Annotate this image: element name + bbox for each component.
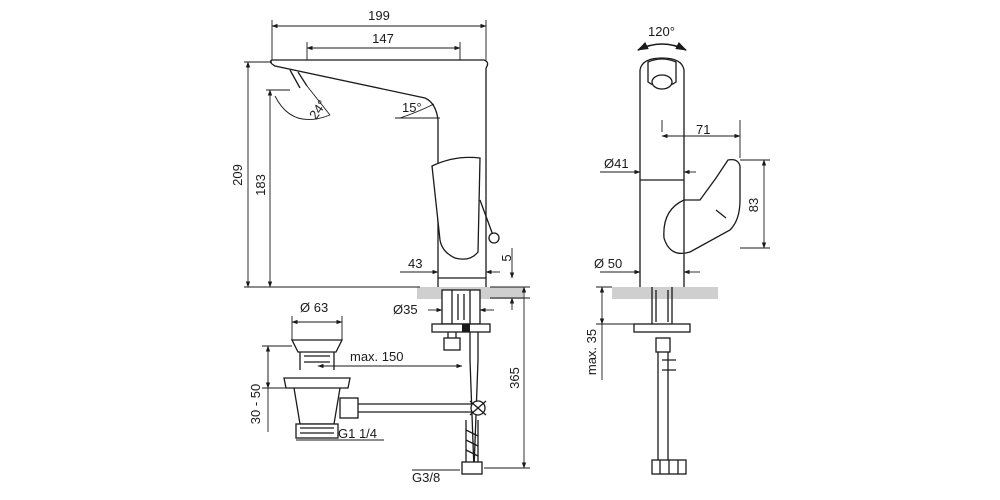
- waste-body: [293, 387, 341, 425]
- faucet-body: [269, 59, 489, 287]
- dim-rod-length: max. 150: [350, 349, 403, 364]
- waste-neck-lines: [304, 355, 330, 363]
- deck-surface-right: [612, 287, 718, 299]
- faucet-side-view: [269, 59, 523, 475]
- dim-spout-height: 183: [253, 174, 268, 196]
- dim-waste-height: 30 - 50: [248, 384, 263, 424]
- waste-thread: [295, 423, 339, 439]
- waste-plug: [290, 339, 344, 353]
- waste-rod: [358, 403, 474, 413]
- pull-rod: [469, 332, 479, 471]
- hose-nut: [461, 461, 483, 475]
- front-shank: [651, 287, 673, 324]
- mounting-plate: [431, 323, 491, 333]
- aerator: [289, 69, 308, 89]
- aerator-ring: [651, 74, 673, 90]
- nut: [462, 324, 470, 332]
- waste-side-nut: [339, 397, 359, 419]
- dim-lever-rotation: 120°: [648, 24, 675, 39]
- front-hose-nut-top: [655, 337, 671, 353]
- waste-flange: [283, 377, 351, 389]
- shank: [441, 289, 481, 325]
- waste-neck: [299, 352, 335, 370]
- side-view-dimensions: 199 147 24° 15° 209 183 43 5 Ø35 3: [230, 8, 530, 485]
- front-hose-nut-lines: [659, 460, 679, 474]
- front-shank-threads: [655, 290, 669, 322]
- front-mounting-plate: [633, 323, 691, 333]
- dim-waste-thread: G1 1/4: [338, 426, 377, 441]
- front-hose-a: [657, 352, 669, 460]
- faucet-front-view: [612, 57, 741, 475]
- rod-clip-cross: [469, 400, 487, 416]
- dim-lever-reach: 71: [696, 122, 710, 137]
- dim-lever-gap: 5: [499, 254, 514, 261]
- hose: [465, 420, 479, 462]
- waste-dimensions: Ø 63 max. 150 30 - 50 G1 1/4: [248, 300, 463, 441]
- lever-rod: [479, 199, 495, 239]
- front-view-dimensions: 120° 71 Ø41 83 Ø 50 max. 35: [584, 24, 770, 380]
- lever-knob: [488, 232, 500, 244]
- dim-overall-height: 209: [230, 164, 245, 186]
- front-body: [639, 57, 685, 287]
- waste-thread-lines: [300, 427, 334, 434]
- dim-base-diameter: Ø 50: [594, 256, 622, 271]
- front-lever-edge: [715, 209, 727, 219]
- shank-threads: [451, 290, 471, 324]
- dim-body-lever: 43: [408, 256, 422, 271]
- dim-hose-length: 365: [507, 367, 522, 389]
- dim-spout-reach: 147: [372, 31, 394, 46]
- dim-overall-width: 199: [368, 8, 390, 23]
- dim-body-diameter: Ø41: [604, 156, 629, 171]
- dim-hose-connection: G3/8: [412, 470, 440, 485]
- front-lever: [663, 158, 741, 255]
- lever-handle: [431, 156, 481, 260]
- hose-braid: [465, 429, 479, 457]
- hose-stub-nut: [443, 337, 461, 351]
- rotation-arrow: [636, 41, 688, 51]
- dim-lever-height: 83: [746, 198, 761, 212]
- front-hose-b: [662, 359, 676, 371]
- dim-deck-thickness: max. 35: [584, 329, 599, 375]
- waste-assembly: [283, 339, 487, 439]
- dim-spout-angle: 15°: [402, 100, 422, 115]
- dim-shank-diameter: Ø35: [393, 302, 418, 317]
- dim-spray-angle: 24°: [306, 97, 330, 122]
- dim-waste-diameter: Ø 63: [300, 300, 328, 315]
